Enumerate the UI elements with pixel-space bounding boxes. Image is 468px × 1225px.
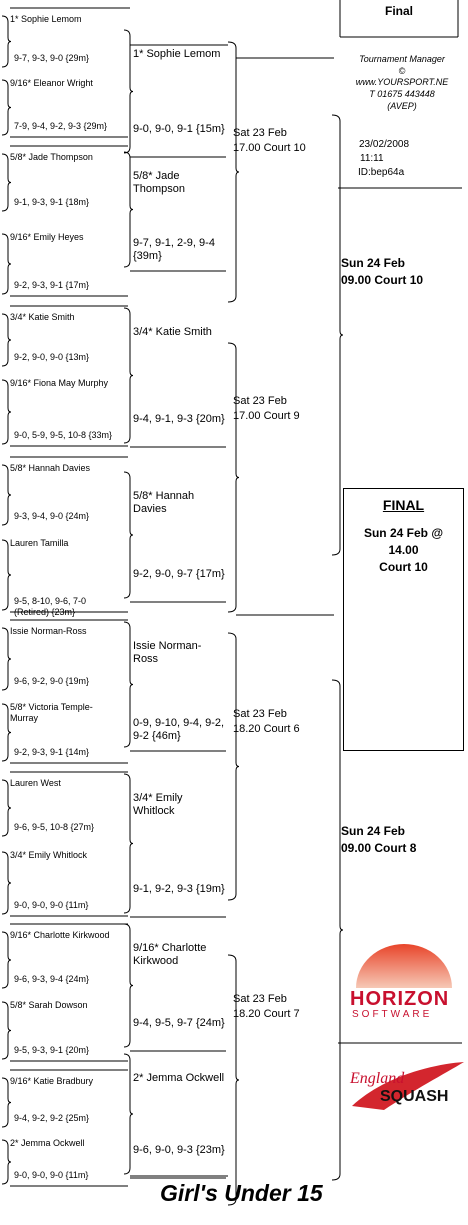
player-name: Lauren West bbox=[10, 778, 61, 788]
tournament-manager-credit: Tournament Manager © www.YOURSPORT.NE T … bbox=[342, 54, 462, 112]
match-score: 9-2, 9-3, 9-1 {17m} bbox=[14, 280, 90, 290]
player-name: 5/8* Jade Thompson bbox=[10, 152, 93, 162]
match-score: 7-9, 9-4, 9-2, 9-3 {29m} bbox=[14, 121, 108, 131]
match-score: 9-3, 9-4, 9-0 {24m} bbox=[14, 511, 90, 521]
match-score: 9-7, 9-1, 2-9, 9-4 {39m} bbox=[133, 237, 215, 263]
player-name: 9/16* Eleanor Wright bbox=[10, 78, 93, 88]
match-score: 9-0, 5-9, 9-5, 10-8 {33m} bbox=[14, 430, 113, 440]
player-name: 9/16* Fiona May Murphy bbox=[10, 378, 109, 388]
stamp-id: ID:bep64a bbox=[358, 167, 405, 178]
match-score: 9-6, 9-5, 10-8 {27m} bbox=[14, 822, 95, 832]
final-box: FINAL Sun 24 Feb @ 14.00 Court 10 bbox=[343, 488, 464, 751]
final-box-court: Court 10 bbox=[379, 559, 428, 574]
match-day: Sat 23 Feb bbox=[233, 993, 287, 1005]
player-name: 9/16* Charlotte Kirkwood bbox=[10, 930, 110, 940]
player-name: 5/8* Jade Thompson bbox=[133, 170, 185, 196]
player-name: 3/4* Emily Whitlock bbox=[133, 792, 183, 818]
match-score: 9-6, 9-0, 9-3 {23m} bbox=[133, 1144, 225, 1156]
match-score: 9-1, 9-3, 9-1 {18m} bbox=[14, 197, 90, 207]
player-name: 3/4* Katie Smith bbox=[133, 326, 212, 338]
player-name: Issie Norman-Ross bbox=[10, 626, 87, 636]
stamp-date: 23/02/2008 bbox=[359, 139, 410, 150]
player-name: 1* Sophie Lemom bbox=[10, 14, 82, 24]
match-score: 9-5, 8-10, 9-6, 7-0 (Retired) {23m} bbox=[14, 596, 87, 617]
final-box-heading: FINAL bbox=[382, 497, 425, 513]
player-name: 5/8* Victoria Temple-Murray bbox=[10, 702, 93, 723]
match-score: 9-2, 9-0, 9-7 {17m} bbox=[133, 568, 225, 580]
match-score: 9-2, 9-3, 9-1 {14m} bbox=[14, 747, 90, 757]
player-name: 5/8* Sarah Dowson bbox=[10, 1000, 88, 1010]
match-score: 9-1, 9-2, 9-3 {19m} bbox=[133, 883, 225, 895]
credit-line-1: Tournament Manager bbox=[359, 54, 445, 64]
credit-line-4: T 01675 443448 bbox=[369, 89, 435, 100]
software-wordmark: SOFTWARE bbox=[352, 1009, 433, 1020]
horizon-software-logo: HORIZON SOFTWARE bbox=[346, 940, 462, 1020]
player-name: 9/16* Katie Bradbury bbox=[10, 1076, 94, 1086]
player-name: 9/16* Charlotte Kirkwood bbox=[133, 942, 207, 968]
credit-line-3: www.YOURSPORT.NE bbox=[355, 77, 449, 88]
player-name: 3/4* Emily Whitlock bbox=[10, 850, 88, 860]
horizon-sun-icon bbox=[356, 944, 452, 988]
print-stamp: 23/02/2008 11:11 ID:bep64a bbox=[356, 138, 409, 180]
match-day: Sat 23 Feb bbox=[233, 395, 287, 407]
player-name: 5/8* Hannah Davies bbox=[10, 463, 91, 473]
match-score: 9-4, 9-2, 9-2 {25m} bbox=[14, 1113, 90, 1123]
event-title: Girl's Under 15 bbox=[160, 1180, 323, 1206]
match-score: 9-7, 9-3, 9-0 {29m} bbox=[14, 53, 90, 63]
match-score: 9-2, 9-0, 9-0 {13m} bbox=[14, 352, 90, 362]
player-name: 2* Jemma Ockwell bbox=[133, 1072, 225, 1084]
player-name: 9/16* Emily Heyes bbox=[10, 232, 84, 242]
player-name: 1* Sophie Lemom bbox=[133, 48, 221, 60]
match-slot: 17.00 Court 10 bbox=[233, 142, 306, 154]
match-score: 9-0, 9-0, 9-0 {11m} bbox=[14, 900, 89, 910]
credit-line-2: © bbox=[398, 65, 406, 76]
match-slot: 18.20 Court 6 bbox=[233, 723, 300, 735]
match-score: 9-6, 9-2, 9-0 {19m} bbox=[14, 676, 90, 686]
squash-wordmark: SQUASH bbox=[380, 1088, 449, 1105]
match-score: 9-6, 9-3, 9-4 {24m} bbox=[14, 974, 90, 984]
player-name: 2* Jemma Ockwell bbox=[10, 1138, 85, 1148]
match-score: 9-0, 9-0, 9-0 {11m} bbox=[14, 1170, 89, 1180]
match-score: 9-0, 9-0, 9-1 {15m} bbox=[133, 123, 225, 135]
final-header: Final bbox=[385, 4, 414, 18]
horizon-wordmark: HORIZON bbox=[350, 988, 450, 1010]
match-slot: 09.00 Court 8 bbox=[341, 841, 417, 855]
player-name: Lauren Tamilla bbox=[10, 538, 69, 548]
player-name: 3/4* Katie Smith bbox=[10, 312, 75, 322]
player-name: 5/8* Hannah Davies bbox=[133, 490, 195, 516]
final-box-day: Sun 24 Feb @ bbox=[363, 526, 444, 540]
match-day: Sun 24 Feb bbox=[341, 256, 406, 270]
match-slot: 18.20 Court 7 bbox=[233, 1008, 300, 1020]
squash-swoosh-icon bbox=[352, 1062, 464, 1110]
match-score: 9-5, 9-3, 9-1 {20m} bbox=[14, 1045, 90, 1055]
stamp-time: 11:11 bbox=[360, 153, 384, 164]
match-score: 0-9, 9-10, 9-4, 9-2, 9-2 {46m} bbox=[133, 717, 225, 743]
england-squash-logo: England SQUASH bbox=[344, 1056, 466, 1114]
match-day: Sun 24 Feb bbox=[341, 824, 406, 838]
match-slot: 17.00 Court 9 bbox=[233, 410, 300, 422]
match-day: Sat 23 Feb bbox=[233, 127, 287, 139]
england-wordmark: England bbox=[350, 1070, 405, 1087]
credit-line-5: (AVEP) bbox=[387, 100, 417, 111]
match-score: 9-4, 9-5, 9-7 {24m} bbox=[133, 1017, 225, 1029]
player-name: Issie Norman-Ross bbox=[133, 640, 202, 666]
match-day: Sat 23 Feb bbox=[233, 708, 287, 720]
final-box-time: 14.00 bbox=[388, 542, 419, 557]
match-slot: 09.00 Court 10 bbox=[341, 273, 424, 287]
match-score: 9-4, 9-1, 9-3 {20m} bbox=[133, 413, 225, 425]
